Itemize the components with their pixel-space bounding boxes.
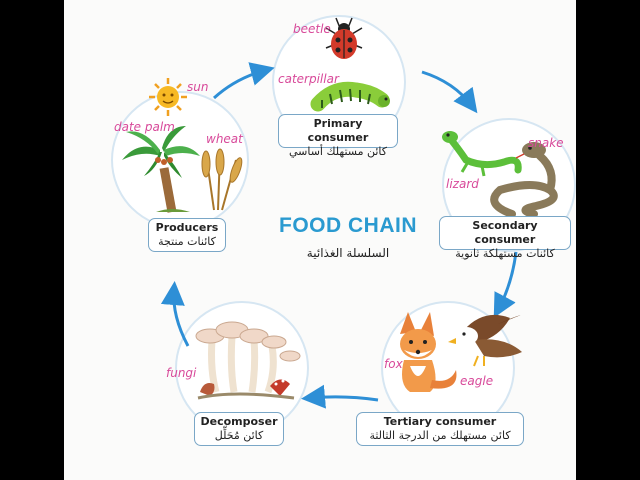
diagram-title: FOOD CHAIN — [279, 214, 417, 237]
wheat-icon — [201, 148, 243, 211]
producers-circle — [111, 91, 249, 229]
decomposer-box: Decomposer كائن مُحَلِّل — [194, 412, 284, 446]
label-fungi: fungi — [166, 366, 197, 380]
tertiary-consumer-title: Tertiary consumer — [383, 415, 497, 428]
fox-icon — [400, 312, 457, 392]
secondary-consumer-arabic: كائنات مستهلكة ثانوية — [455, 247, 555, 260]
tertiary-consumer-box: Tertiary consumer كائن مستهلك من الدرجة … — [356, 412, 524, 446]
decomposer-arabic: كائن مُحَلِّل — [214, 429, 264, 442]
label-eagle: eagle — [460, 374, 494, 388]
label-sun: sun — [187, 80, 209, 94]
producers-title: Producers — [155, 221, 219, 234]
lizard-icon — [442, 131, 522, 177]
label-beetle: beetle — [293, 22, 331, 36]
arrow-producers-to-primary — [212, 62, 275, 100]
secondary-consumer-box: Secondary consumer كائنات مستهلكة ثانوية — [439, 216, 571, 260]
label-fox: fox — [384, 357, 403, 371]
label-wheat: wheat — [206, 132, 243, 146]
producers-arabic: كائنات منتجة — [158, 235, 216, 248]
decomposer-title: Decomposer — [200, 415, 278, 428]
label-date-palm: date palm — [114, 120, 175, 134]
fungi-icon — [195, 321, 301, 400]
primary-consumer-arabic: كائن مستهلك أساسي — [288, 145, 388, 158]
producers-box: Producers كائنات منتجة — [148, 218, 226, 252]
label-lizard: lizard — [446, 177, 479, 191]
arrow-tertiary-to-decomposer — [301, 384, 379, 409]
primary-consumer-box: Primary consumer كائن مستهلك أساسي — [278, 114, 398, 158]
primary-consumer-title: Primary consumer — [307, 117, 369, 144]
diagram-subtitle: السلسلة الغذائية — [306, 246, 390, 260]
label-caterpillar: caterpillar — [278, 72, 339, 86]
beetle-icon — [325, 17, 363, 59]
caterpillar-icon — [310, 81, 390, 112]
arrow-decomposer-to-producers — [160, 281, 190, 347]
label-snake: snake — [528, 136, 564, 150]
tertiary-consumer-arabic: كائن مستهلك من الدرجة الثالثة — [369, 429, 511, 442]
date-palm-icon — [122, 126, 200, 213]
eagle-icon — [448, 314, 522, 367]
arrow-secondary-to-tertiary — [493, 251, 518, 318]
snake-icon — [490, 142, 558, 218]
sun-icon — [149, 78, 187, 116]
arrow-primary-to-secondary — [421, 70, 478, 114]
secondary-consumer-title: Secondary consumer — [472, 219, 538, 246]
food-chain-page: beetle caterpillar sun date palm wheat s… — [64, 0, 576, 480]
